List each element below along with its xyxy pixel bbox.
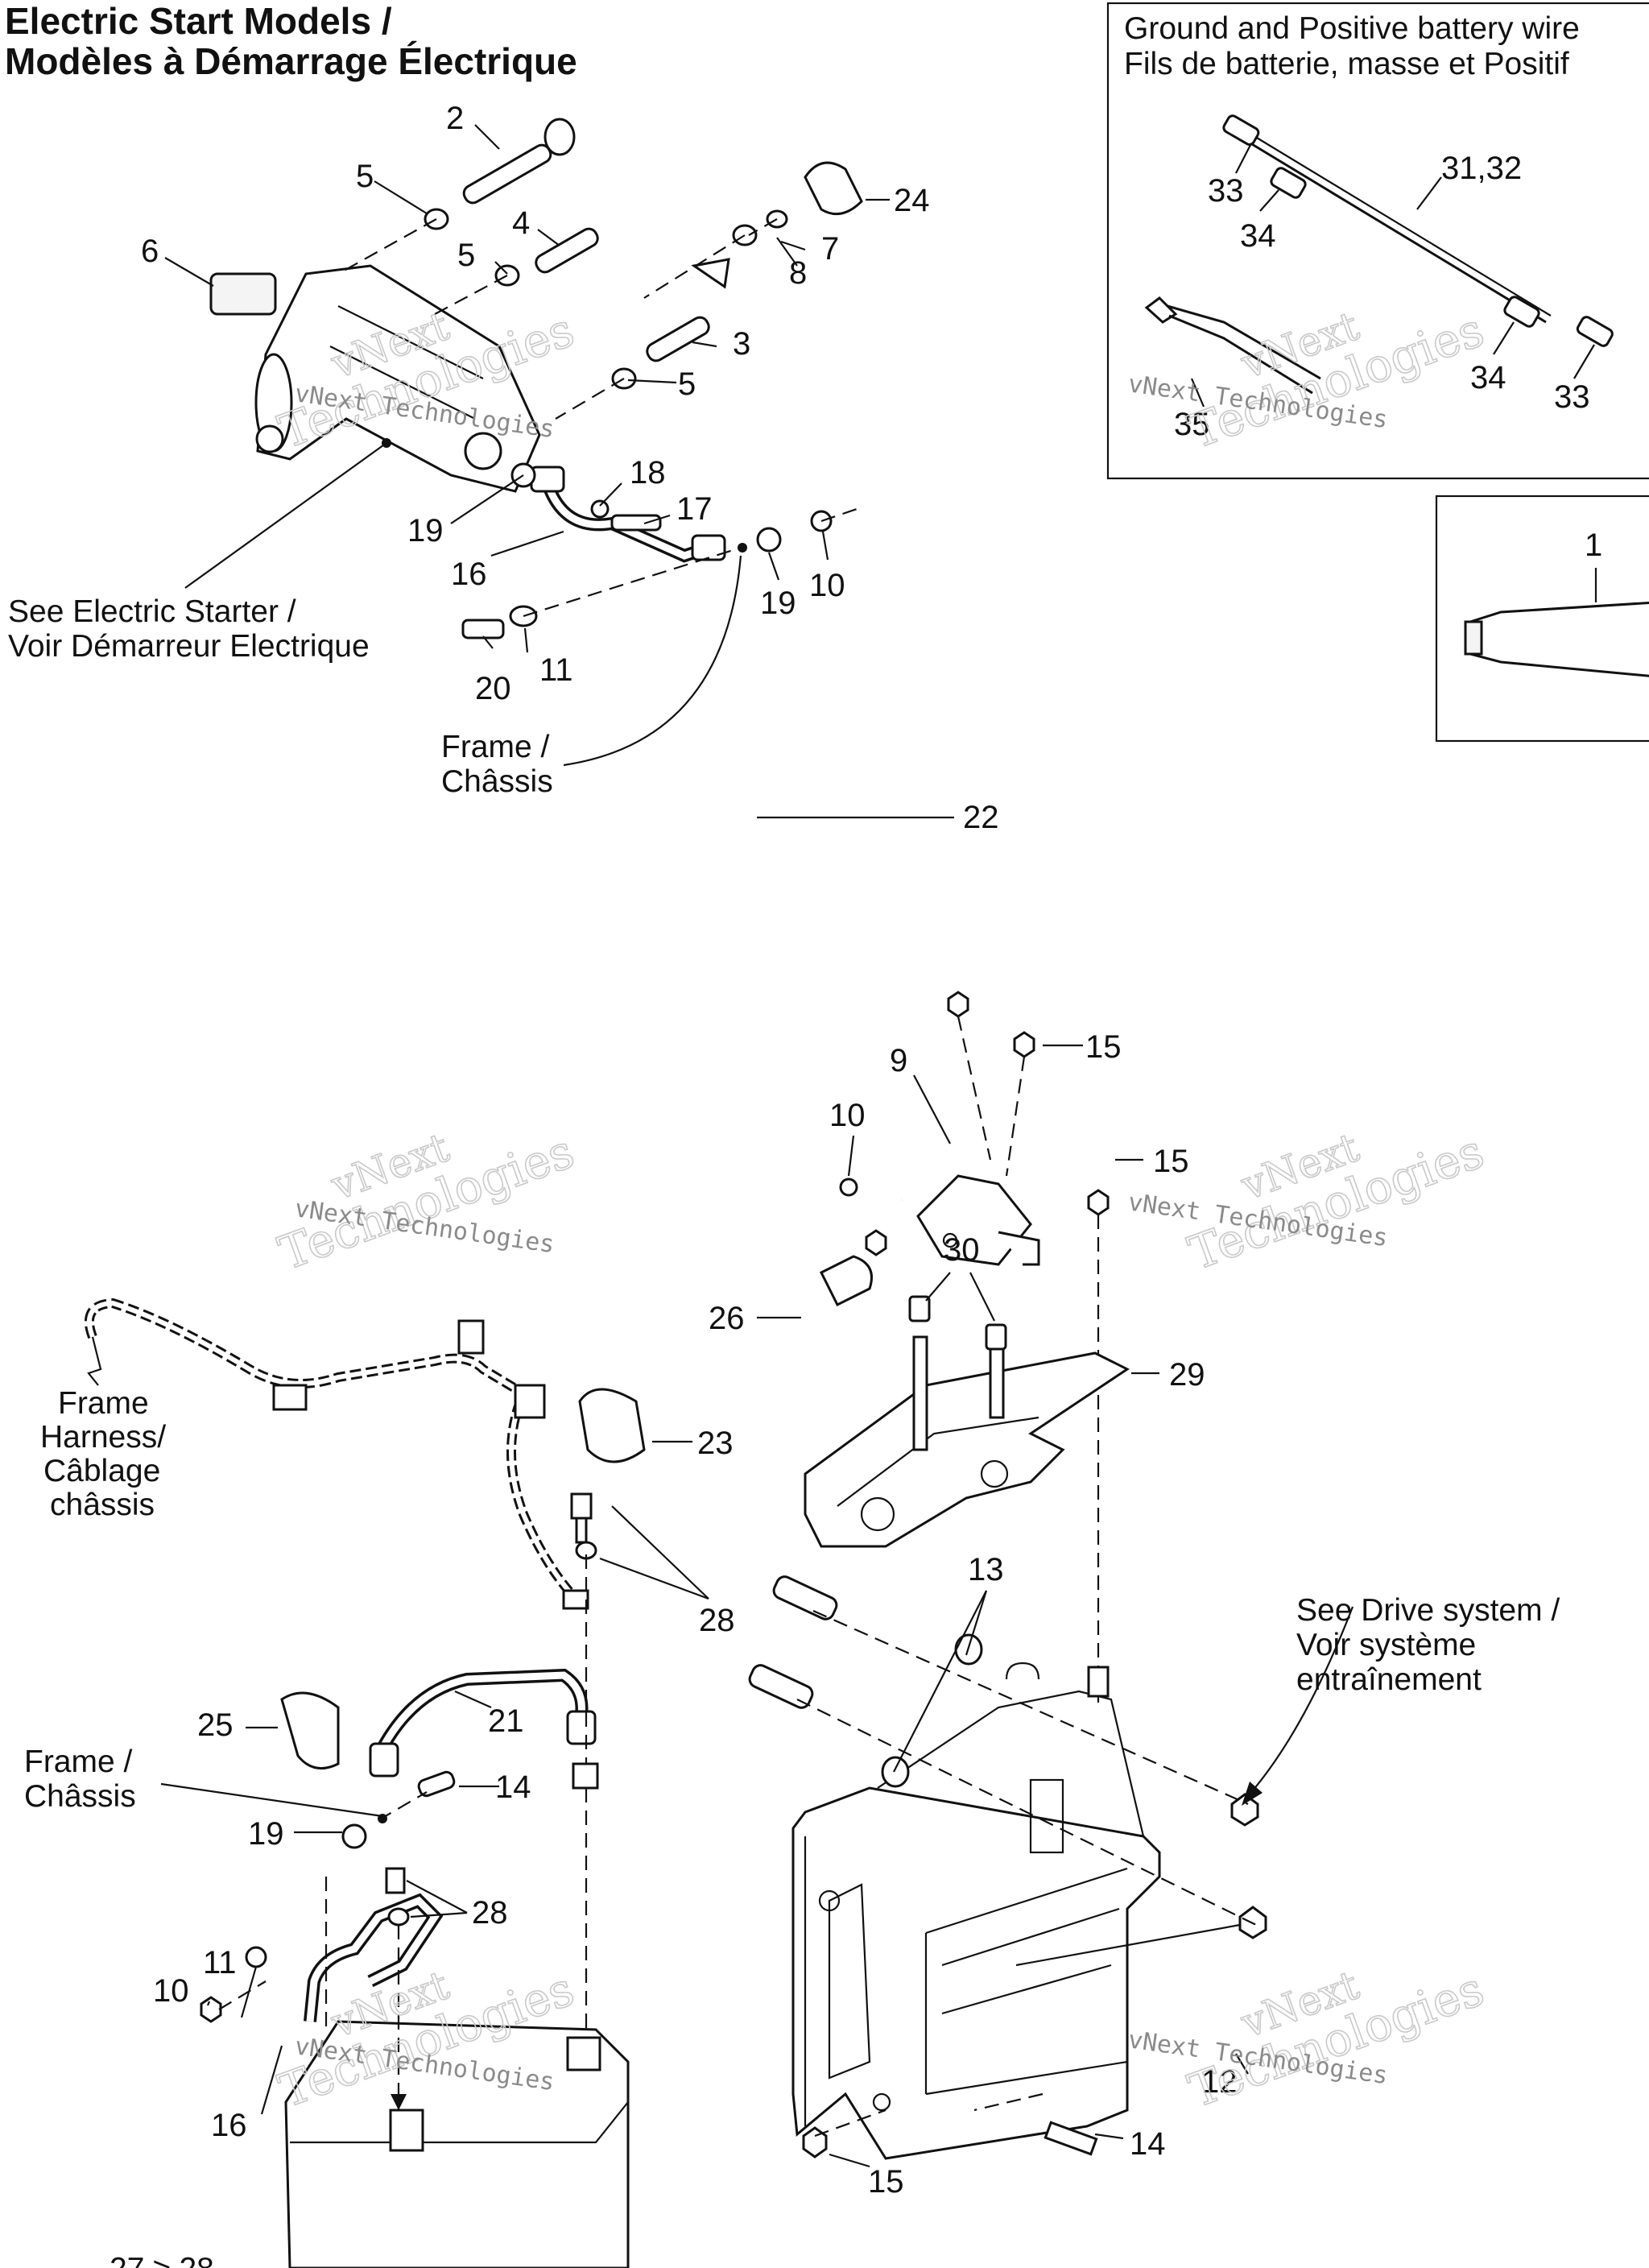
callout-12: 12	[1201, 2064, 1238, 2100]
callout-22: 22	[963, 800, 999, 835]
leader-lines	[160, 124, 1249, 2168]
battery-hold-down	[804, 1295, 1130, 1548]
starter-motor	[209, 264, 541, 493]
callout-19c: 19	[248, 1816, 284, 1852]
callout-25: 25	[197, 1707, 234, 1743]
inset-callout-31-32: 31,32	[1441, 151, 1522, 186]
inset-callout-1: 1	[1585, 528, 1602, 563]
ground-cable-top	[461, 462, 862, 639]
inset-callout-34b: 34	[1470, 360, 1506, 395]
callout-5b: 5	[457, 238, 475, 273]
callout-28a: 28	[699, 1603, 735, 1638]
callout-24: 24	[894, 183, 930, 218]
note-see-starter-1: See Electric Starter /	[8, 594, 296, 629]
negative-cable	[341, 1492, 599, 2054]
callout-15c: 15	[868, 2164, 904, 2200]
callout-16b: 16	[211, 2108, 247, 2143]
callout-5c: 5	[678, 366, 696, 402]
inset-callout-33a: 33	[1208, 173, 1244, 209]
note-drive-3: entraînement	[1296, 1662, 1482, 1697]
note-cut-off: 27 ≥ 28	[110, 2252, 214, 2268]
callout-19b: 19	[760, 586, 796, 621]
drive-system-leader	[1247, 1606, 1354, 1797]
inset-battery-wires: Ground and Positive battery wire Fils de…	[1106, 2, 1649, 480]
callout-2: 2	[446, 101, 464, 136]
callout-15b: 15	[1153, 1144, 1189, 1179]
frame-harness	[85, 1297, 589, 1610]
callout-30: 30	[944, 1232, 980, 1268]
callout-11b: 11	[203, 1945, 237, 1980]
inset-wires-title-1: Ground and Positive battery wire	[1124, 11, 1580, 46]
callout-11a: 11	[539, 652, 573, 688]
inset-callout-35: 35	[1174, 407, 1210, 442]
callout-3: 3	[733, 326, 750, 362]
callout-17: 17	[676, 491, 713, 527]
note-drive-2: Voir système	[1296, 1628, 1476, 1662]
inset-grease-tube: 1	[1435, 495, 1649, 743]
callout-10a: 10	[809, 568, 845, 603]
callouts: 2 5 6 4 5 7 8 24 3 5 18 17 19 16 19 10 2…	[141, 101, 1238, 2200]
note-frame-harness-2: Harness/	[40, 1420, 166, 1455]
starter-solenoid	[839, 991, 1110, 1707]
frame-top-leader	[563, 555, 742, 767]
battery-box	[748, 1575, 1267, 2160]
inset-wires-title-2: Fils de batterie, masse et Positif	[1124, 47, 1569, 81]
callout-6: 6	[141, 234, 159, 269]
terminal-boots	[280, 1255, 873, 1770]
note-frame-bottom-1: Frame /	[24, 1744, 133, 1779]
starter-hardware	[337, 118, 863, 420]
note-frame-top-2: Châssis	[441, 764, 553, 799]
callout-19a: 19	[407, 513, 444, 548]
callout-26: 26	[709, 1301, 745, 1336]
note-frame-bottom-2: Châssis	[24, 1779, 136, 1814]
title-line-1: Electric Start Models /	[5, 0, 392, 42]
callout-8: 8	[789, 255, 807, 291]
callout-15a: 15	[1085, 1029, 1122, 1065]
positive-cable	[607, 258, 1015, 1227]
inset-callout-34a: 34	[1240, 218, 1276, 254]
callout-16a: 16	[451, 557, 487, 592]
notes: See Electric Starter / Voir Démarreur El…	[8, 594, 1560, 2268]
note-frame-harness-1: Frame	[58, 1386, 149, 1421]
callout-10c: 10	[153, 1973, 189, 2009]
callout-9: 9	[890, 1043, 907, 1078]
box-bolt-leader	[1015, 1923, 1241, 1967]
callout-14a: 14	[495, 1769, 531, 1805]
callout-13: 13	[968, 1552, 1004, 1587]
note-see-starter-2: Voir Démarreur Electrique	[8, 629, 370, 664]
callout-4: 4	[512, 205, 530, 241]
callout-14b: 14	[1130, 2126, 1166, 2162]
battery	[200, 1867, 630, 2268]
callout-20: 20	[475, 671, 511, 706]
callout-7: 7	[821, 231, 839, 267]
callout-23: 23	[697, 1426, 734, 1461]
note-frame-harness-4: châssis	[50, 1488, 155, 1522]
callout-28b: 28	[472, 1895, 508, 1931]
callout-10b: 10	[829, 1098, 866, 1133]
callout-5a: 5	[356, 159, 374, 194]
note-frame-top-1: Frame /	[441, 730, 550, 764]
callout-29: 29	[1169, 1357, 1205, 1393]
callout-18: 18	[630, 455, 666, 490]
note-drive-1: See Drive system /	[1296, 1593, 1560, 1628]
title-line-2: Modèles à Démarrage Électrique	[5, 40, 577, 82]
callout-21: 21	[488, 1703, 524, 1739]
note-frame-harness-3: Câblage	[43, 1454, 160, 1488]
inset-callout-33b: 33	[1554, 379, 1590, 415]
